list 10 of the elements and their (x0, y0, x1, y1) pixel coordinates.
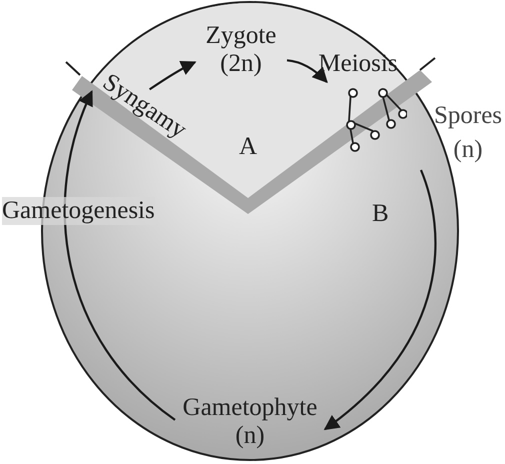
region-letter: A (239, 133, 258, 161)
edge-label: Gametogenesis (2, 197, 155, 225)
stage-label: Zygote (2n) (204, 22, 278, 78)
arrow (286, 59, 328, 84)
arrow (324, 170, 437, 430)
arrow (148, 61, 196, 90)
stage-label: Gametophyte (n) (182, 394, 318, 450)
arrow (64, 90, 176, 421)
region-letter: B (372, 200, 389, 228)
stage-label: Spores (n) (432, 101, 504, 165)
